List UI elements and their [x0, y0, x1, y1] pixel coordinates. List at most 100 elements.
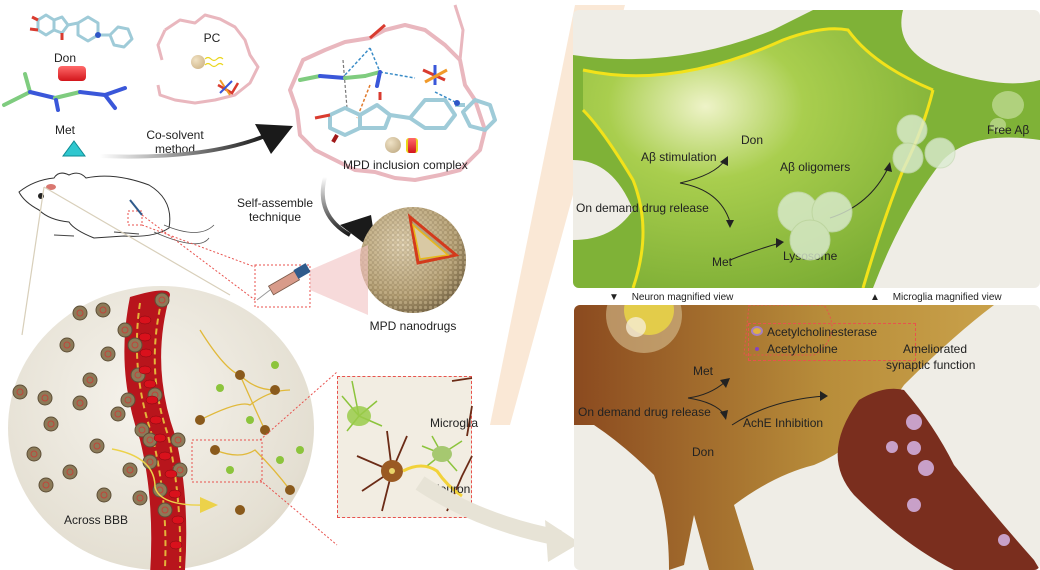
microglia-view-legend: ▲ Microglia magnified view — [870, 292, 1002, 303]
nanoparticle-core-icon — [114, 410, 122, 418]
nanoparticle-core-icon — [161, 506, 169, 514]
nanoparticle-core-icon — [76, 399, 84, 407]
nanoparticle-core-icon — [63, 341, 71, 349]
neuron-release-label: On demand drug release — [578, 405, 711, 419]
nanoparticle-core-icon — [86, 376, 94, 384]
nanoparticle-icon — [72, 395, 88, 411]
nanoparticle-core-icon — [176, 466, 184, 474]
nanoparticle-core-icon — [126, 466, 134, 474]
nanodrugs-label: MPD nanodrugs — [369, 319, 457, 333]
nanoparticle-icon — [62, 464, 78, 480]
nanoparticle-icon — [120, 392, 136, 408]
nanoparticle-core-icon — [42, 481, 50, 489]
across-bbb-label: Across BBB — [64, 513, 129, 527]
microglia-release-label: On demand drug release — [576, 201, 709, 215]
don-label: Don — [53, 51, 76, 65]
nanoparticle-icon — [59, 337, 75, 353]
microglia-label: Microglia — [430, 416, 479, 430]
neuron-view-marker-icon: ▼ — [609, 292, 619, 303]
nanoparticle-icon — [12, 384, 28, 400]
mpd-inclusion-complex-icon — [288, 4, 497, 182]
across-bbb-arrow-icon — [111, 448, 218, 513]
nanoparticle-core-icon — [66, 468, 74, 476]
nanoparticle-icon — [82, 372, 98, 388]
nanoparticle-icon — [170, 432, 186, 448]
nanoparticle-core-icon — [146, 436, 154, 444]
zoom-guide-lines — [21, 186, 231, 336]
red-blood-cell-icon — [164, 469, 178, 479]
nanoparticle-icon — [38, 477, 54, 493]
inclusion-complex-label: MPD inclusion complex — [343, 158, 468, 172]
nanoparticle-icon — [134, 422, 150, 438]
red-blood-cell-icon — [158, 451, 172, 461]
complex-don-symbol-icon — [406, 138, 418, 153]
nanoparticle-icon — [132, 490, 148, 506]
ache-legend-icon — [751, 326, 763, 336]
self-assemble-line2: technique — [248, 210, 302, 225]
syringe-icon — [256, 263, 311, 301]
pc-tail-icon — [204, 56, 224, 68]
complex-pc-symbol-icon — [385, 137, 401, 153]
cosolvent-arrow-icon — [99, 124, 293, 159]
neuron-cell-body — [574, 305, 1040, 570]
nanoparticle-icon — [154, 292, 170, 308]
nanoparticle-core-icon — [136, 494, 144, 502]
synaptic-function-label-line1: Ameliorated — [903, 342, 968, 356]
nanoparticle-core-icon — [124, 396, 132, 404]
nanoparticle-icon — [72, 305, 88, 321]
red-blood-cell-icon — [138, 332, 152, 342]
nanoparticle-core-icon — [121, 326, 129, 334]
ache-inhibition-label: AchE Inhibition — [743, 416, 824, 430]
nanoparticle-icon — [127, 337, 143, 353]
self-assemble-label: Self-assemble technique — [225, 196, 325, 225]
ach-legend-icon — [755, 347, 759, 351]
legend-ach-label: Acetylcholine — [767, 342, 838, 356]
abeta-oligomers-label: Aβ oligomers — [780, 160, 851, 174]
red-blood-cell-icon — [138, 315, 152, 325]
nanoparticle-core-icon — [146, 458, 154, 466]
nanoparticle-icon — [37, 390, 53, 406]
legend-ache-label: Acetylcholinesterase — [767, 325, 878, 339]
pc-headgroup-icon — [191, 55, 205, 69]
microglia-pathway-arrows — [679, 114, 956, 261]
self-assemble-line1: Self-assemble — [236, 196, 314, 210]
phosphatidylcholine-molecule-icon — [156, 13, 260, 105]
nanoparticle-icon — [122, 462, 138, 478]
cosolvent-label-line1: Co-solvent — [146, 128, 204, 142]
nanoparticle-icon — [89, 438, 105, 454]
microglia-view-marker-icon: ▲ — [870, 292, 880, 303]
nanoparticle-core-icon — [134, 371, 142, 379]
red-blood-cell-icon — [171, 515, 185, 525]
microglia-view-label: Microglia magnified view — [892, 292, 1002, 303]
inset-guide-lines — [259, 371, 338, 546]
neuron-view-legend: ▼ Neuron magnified view — [609, 292, 733, 303]
nanoparticle-icon — [100, 346, 116, 362]
donepezil-molecule-icon — [29, 13, 134, 49]
neuron-zoom-arrow-icon — [415, 476, 580, 562]
nanoparticle-icon — [95, 302, 111, 318]
nanoparticle-core-icon — [41, 394, 49, 402]
nanoparticle-icon — [152, 482, 168, 498]
syringe-spotlight — [310, 245, 368, 315]
nanoparticle-core-icon — [30, 450, 38, 458]
microglia-met-label: Met — [712, 255, 733, 269]
red-blood-cell-icon — [169, 540, 183, 550]
met-label: Met — [54, 123, 75, 137]
abeta-stimulation-label: Aβ stimulation — [641, 150, 717, 164]
red-blood-cell-icon — [153, 433, 167, 443]
enzyme-legend-box — [748, 323, 916, 361]
nanoparticle-core-icon — [76, 309, 84, 317]
synaptic-function-label-line2: synaptic function — [886, 358, 976, 372]
mpd-nanodrug-sphere-icon — [360, 207, 466, 313]
nanoparticle-icon — [117, 322, 133, 338]
inset-cells-icon — [341, 377, 473, 512]
nanoparticle-icon — [26, 446, 42, 462]
metformin-molecule-icon — [2, 72, 127, 112]
nanoparticle-core-icon — [158, 296, 166, 304]
nanoparticle-icon — [110, 406, 126, 422]
neuron-met-label: Met — [693, 364, 714, 378]
nanoparticle-core-icon — [138, 426, 146, 434]
neuron-magnified-panel — [574, 305, 1040, 570]
pc-label: PC — [203, 31, 221, 45]
nanoparticle-core-icon — [16, 388, 24, 396]
